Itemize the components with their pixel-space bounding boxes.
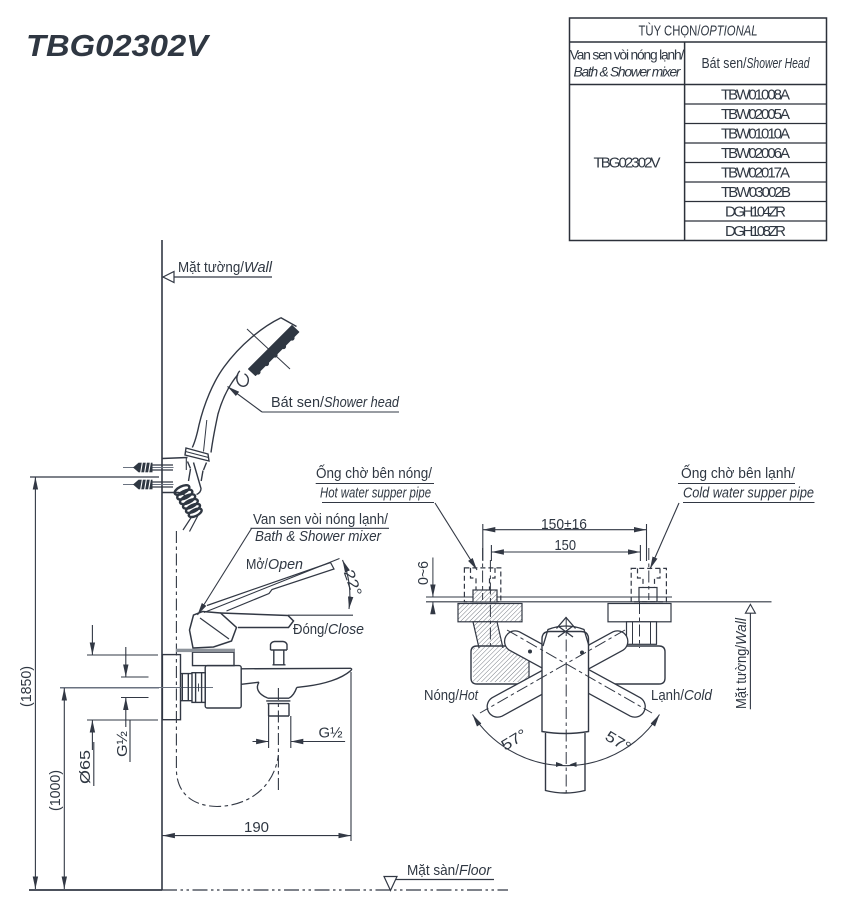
svg-text:(1850): (1850): [18, 666, 35, 707]
svg-text:Lạnh/Cold: Lạnh/Cold: [651, 687, 713, 704]
svg-text:Nóng/Hot: Nóng/Hot: [424, 687, 479, 704]
svg-text:Bát sen/Shower head: Bát sen/Shower head: [271, 394, 400, 411]
svg-text:TBW02005A: TBW02005A: [721, 106, 790, 123]
svg-text:TBW02017A: TBW02017A: [721, 165, 790, 182]
svg-text:Bath & Shower mixer: Bath & Shower mixer: [574, 65, 682, 80]
svg-text:G½: G½: [114, 730, 131, 757]
svg-text:(1000): (1000): [47, 770, 64, 811]
svg-text:0~6: 0~6: [415, 561, 432, 585]
svg-text:TBW03002B: TBW03002B: [721, 184, 791, 201]
svg-text:190: 190: [244, 819, 269, 836]
svg-text:Cold water supper pipe: Cold water supper pipe: [683, 485, 814, 502]
svg-text:Bath & Shower mixer: Bath & Shower mixer: [255, 528, 382, 545]
svg-text:Mặt tường/Wall: Mặt tường/Wall: [178, 259, 273, 276]
svg-text:TBG02302V: TBG02302V: [26, 28, 210, 63]
svg-text:TBW01010A: TBW01010A: [721, 126, 790, 143]
svg-text:TBW01008A: TBW01008A: [721, 87, 790, 104]
svg-text:Ø65: Ø65: [77, 750, 94, 784]
svg-text:Hot water supper pipe: Hot water supper pipe: [320, 485, 431, 502]
svg-text:Đóng/Close: Đóng/Close: [293, 621, 364, 638]
svg-text:Ống chờ bên nóng/: Ống chờ bên nóng/: [316, 464, 433, 482]
svg-text:150±16: 150±16: [541, 516, 587, 533]
svg-text:Van sen vòi nóng lạnh/: Van sen vòi nóng lạnh/: [570, 48, 685, 63]
svg-text:DGH108ZR: DGH108ZR: [725, 223, 786, 240]
svg-text:Van sen vòi nóng lạnh/: Van sen vòi nóng lạnh/: [253, 511, 389, 528]
svg-text:G½: G½: [319, 725, 343, 742]
svg-text:57°: 57°: [602, 728, 634, 756]
svg-text:TBG02302V: TBG02302V: [594, 155, 661, 172]
svg-text:57°: 57°: [498, 726, 530, 754]
svg-text:Ống chờ bên lạnh/: Ống chờ bên lạnh/: [681, 464, 796, 482]
svg-text:Mặt sàn/Floor: Mặt sàn/Floor: [407, 862, 492, 879]
svg-text:TÙY CHỌN/OPTIONAL: TÙY CHỌN/OPTIONAL: [639, 23, 758, 40]
svg-text:Mở/Open: Mở/Open: [246, 556, 303, 573]
svg-text:DGH104ZR: DGH104ZR: [725, 204, 786, 221]
svg-text:Bát sen/Shower Head: Bát sen/Shower Head: [702, 55, 810, 72]
svg-text:Mặt tường/Wall: Mặt tường/Wall: [733, 617, 750, 709]
svg-text:TBW02006A: TBW02006A: [721, 145, 790, 162]
svg-text:22°: 22°: [340, 568, 365, 599]
